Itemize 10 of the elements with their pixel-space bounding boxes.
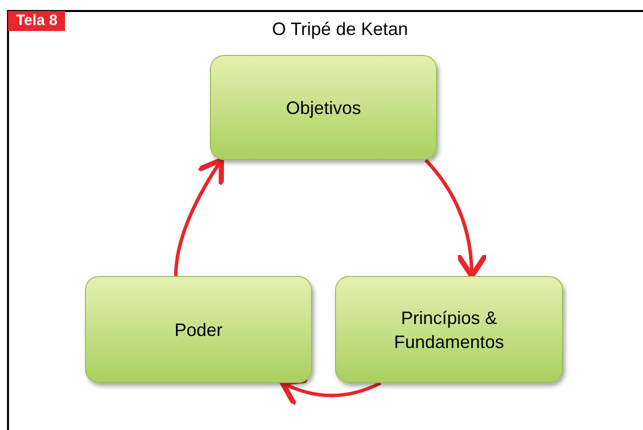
box-label: Objetivos	[286, 96, 362, 120]
process-box	[335, 276, 563, 383]
diagram-title: O Tripé de Ketan	[270, 18, 410, 41]
box-label: Poder	[174, 318, 223, 342]
process-box	[210, 55, 437, 160]
curved-arrow	[424, 158, 488, 279]
slide-number-tag: Tela 8	[8, 11, 66, 31]
curved-arrow	[174, 157, 224, 276]
process-box	[85, 276, 312, 383]
box-label: Princípios & Fundamentos	[392, 306, 506, 354]
